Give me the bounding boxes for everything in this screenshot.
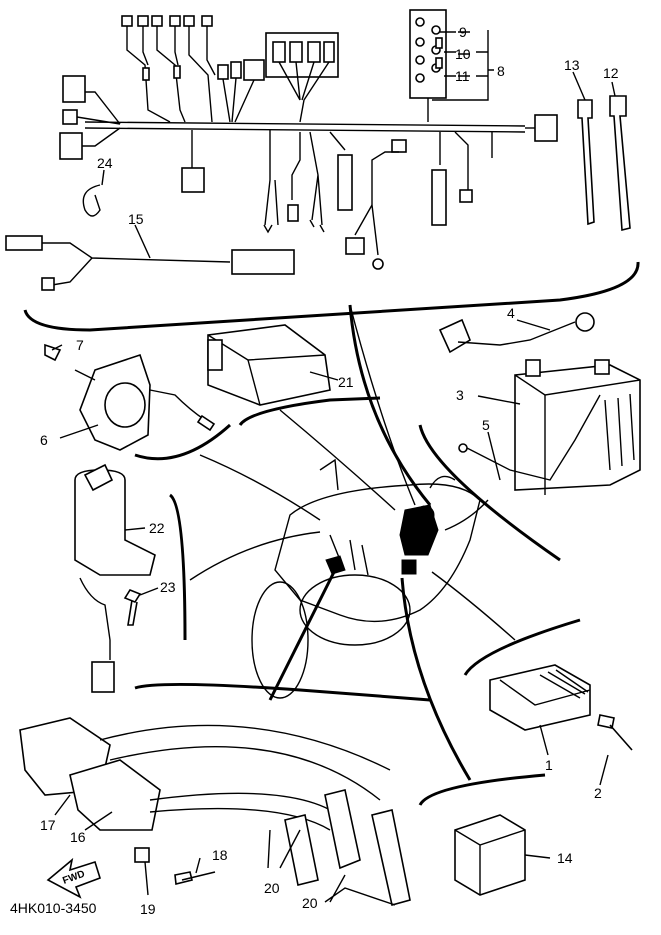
main-switch [74, 463, 156, 693]
connector-cluster-top-center [217, 32, 339, 123]
callout-8: 8 [497, 63, 505, 79]
wire-clip [82, 184, 101, 217]
connection-arrows [189, 304, 516, 781]
motorcycle-outline [251, 458, 481, 699]
rectifier-regulator [489, 664, 633, 751]
callout-9: 9 [459, 24, 467, 40]
callout-23: 23 [160, 579, 176, 595]
callout-18: 18 [212, 847, 228, 863]
callout-13: 13 [564, 57, 580, 73]
callout-11: 11 [455, 68, 470, 84]
callout-17: 17 [40, 817, 56, 833]
callout-22: 22 [149, 520, 165, 536]
leader-lines [51, 31, 616, 906]
callout-21: 21 [338, 374, 354, 390]
callout-20-upper: 20 [264, 880, 280, 896]
section-dividers [23, 261, 640, 806]
callout-6: 6 [40, 432, 48, 448]
callout-10: 10 [455, 46, 471, 62]
callout-4: 4 [507, 305, 515, 321]
battery-assembly [438, 312, 641, 495]
main-wire-harness [59, 9, 558, 270]
fuse-box [409, 9, 494, 122]
starter-relay [44, 343, 216, 451]
igniter-unit [207, 324, 331, 406]
callout-15: 15 [128, 211, 144, 227]
callout-5: 5 [482, 417, 490, 433]
callout-1: 1 [545, 757, 553, 773]
callout-12: 12 [603, 65, 619, 81]
callout-7: 7 [76, 337, 84, 353]
cable-ties [577, 95, 631, 232]
top-connectors [121, 15, 216, 123]
screw [123, 589, 142, 626]
callout-19: 19 [140, 901, 156, 917]
relay [454, 814, 526, 896]
callout-20-lower: 20 [302, 895, 318, 911]
part-code: 4HK010-3450 [10, 900, 97, 916]
callout-3: 3 [456, 387, 464, 403]
ignition-coils-and-plug-caps [19, 717, 411, 906]
callout-24: 24 [97, 155, 113, 171]
callout-labels: 1 2 3 4 5 6 7 8 9 10 11 12 13 14 15 16 1… [40, 24, 619, 917]
sub-wire-harness [5, 235, 295, 291]
fwd-arrow-icon: FWD [46, 857, 101, 899]
callout-16: 16 [70, 829, 86, 845]
callout-2: 2 [594, 785, 602, 801]
callout-14: 14 [557, 850, 573, 866]
